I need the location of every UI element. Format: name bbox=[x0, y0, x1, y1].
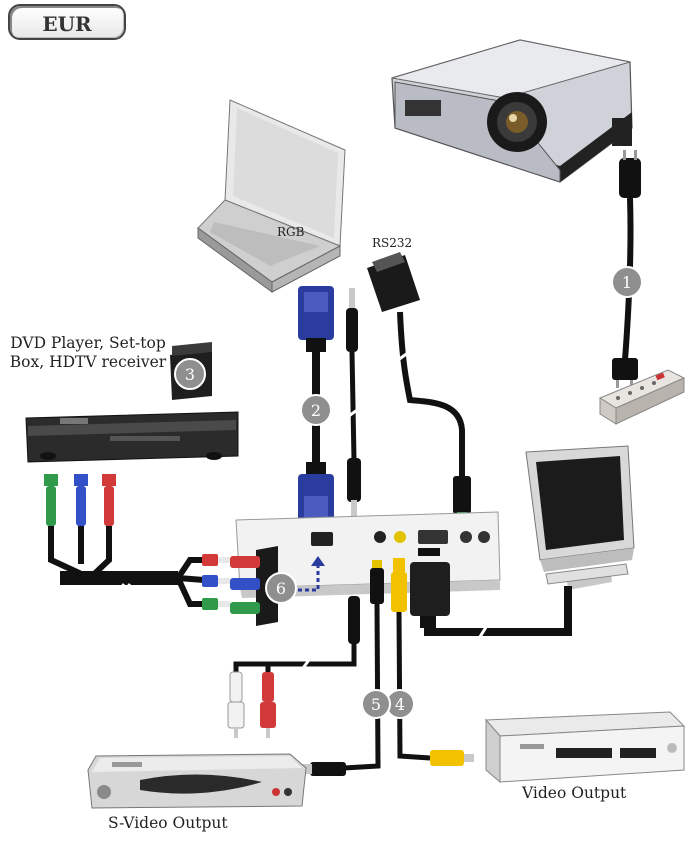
rs232-label: RS232 bbox=[372, 236, 413, 250]
vga-cable bbox=[298, 286, 334, 526]
projector bbox=[391, 39, 633, 183]
monitor bbox=[525, 445, 635, 590]
region-badge: EUR bbox=[8, 4, 126, 40]
callout-3: 3 bbox=[174, 358, 206, 390]
svideo-source-player bbox=[87, 753, 307, 809]
region-badge-label: EUR bbox=[42, 12, 92, 36]
callout-5-number: 5 bbox=[371, 695, 381, 714]
svideo-output-label: S-Video Output bbox=[108, 814, 228, 832]
callout-3-number: 3 bbox=[185, 365, 195, 384]
audio-cable-top bbox=[345, 288, 361, 516]
rs232-cable bbox=[367, 252, 471, 526]
callout-4-number: 4 bbox=[395, 695, 405, 714]
composite-video-cable bbox=[391, 558, 474, 766]
callout-2-number: 2 bbox=[311, 401, 321, 420]
vcr bbox=[484, 711, 686, 784]
callout-1: 1 bbox=[611, 266, 643, 298]
callout-6-number: 6 bbox=[276, 579, 286, 598]
monitor-vga-cable bbox=[410, 562, 572, 641]
rgb-label: RGB bbox=[277, 225, 305, 239]
dvd-player-label: DVD Player, Set-top Box, HDTV receiver bbox=[9, 334, 167, 371]
callout-5: 5 bbox=[361, 689, 391, 719]
callout-6: 6 bbox=[265, 572, 297, 604]
power-strip bbox=[598, 369, 686, 425]
component-cable bbox=[44, 474, 230, 610]
callout-2: 2 bbox=[300, 394, 332, 426]
audio-rca-cable bbox=[227, 596, 360, 738]
callout-1-number: 1 bbox=[622, 273, 632, 292]
video-output-label: Video Output bbox=[522, 784, 627, 802]
laptop bbox=[197, 99, 346, 293]
dvd-player bbox=[25, 411, 239, 463]
